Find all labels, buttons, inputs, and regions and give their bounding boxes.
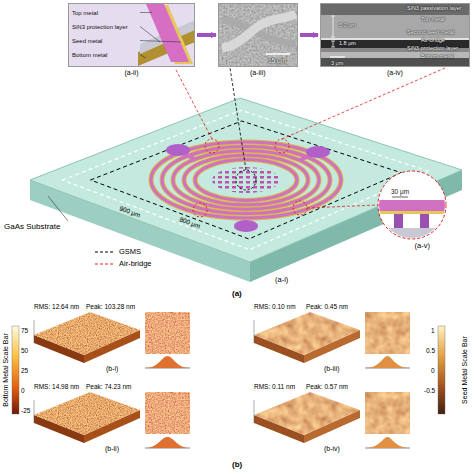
image-panel: 15 μm(a-iii)	[218, 3, 298, 67]
figure-label: Seed Metal Scale Bar	[461, 336, 469, 404]
panel-label: Top metal	[421, 16, 445, 22]
figure-label: 1	[431, 327, 435, 334]
panel-label: 3 μm	[331, 60, 343, 66]
legend-text: Air-bridge	[119, 260, 152, 269]
image-panel: Top metalSiN3 protection layerSeed metal…	[68, 3, 195, 67]
panel-caption: (a-ii)	[125, 69, 139, 77]
panel-label: Bottom metal	[421, 53, 453, 59]
flow-arrow	[300, 33, 318, 37]
figure-label: RMS: 0.10 nm	[254, 303, 296, 310]
figure-label: 0	[431, 367, 435, 374]
figure-label: Peak: 0.57 nm	[306, 383, 348, 390]
panel-label: SiN3 passivation layer	[407, 5, 461, 11]
figure-label: 75	[21, 327, 28, 334]
panel-label: Bottom metal	[72, 52, 107, 59]
figure-label: Peak: 74.23 nm	[86, 383, 132, 390]
figure-label: (a)	[232, 289, 242, 298]
panel-caption: (a-iv)	[387, 69, 403, 77]
figure-label: 900 μm	[118, 204, 141, 218]
figure-label: GaAs Substrate	[4, 222, 60, 231]
figure-label: -0.5	[424, 387, 435, 394]
figure-label: Peak: 103.28 nm	[86, 303, 135, 310]
figure-label: Bottom Metal Scale Bar	[2, 333, 10, 407]
figure-label: (b-iii)	[324, 365, 340, 373]
figure-label: RMS: 12.64 nm	[34, 303, 79, 310]
panel-label: 15 μm	[268, 57, 286, 64]
panel-caption: (a-iii)	[250, 69, 266, 77]
flow-arrow	[197, 33, 216, 37]
panel-label: 5.0 μm	[339, 22, 356, 28]
figure-label: 0	[21, 387, 25, 394]
figure-label: 800 μm	[178, 215, 201, 229]
legend-sample	[95, 261, 115, 267]
figure-label: (b-iv)	[324, 445, 340, 453]
figure-label: 0.5	[426, 347, 435, 354]
figure-label: 50	[21, 347, 28, 354]
panel-label: SiN3 protection layer	[407, 45, 458, 51]
figure-label: -25	[21, 407, 30, 414]
panel-label: SiN3 protection layer	[72, 24, 128, 31]
panel-label: Second seed metal	[407, 29, 454, 35]
image-panel: SiN3 passivation layerTop metal 5.0 μm Sec…	[320, 3, 470, 67]
figure-label: RMS: 0.11 nm	[254, 383, 295, 390]
figure-label: 30 μm	[391, 188, 409, 195]
legend-text: GSMS	[119, 248, 141, 257]
legend-sample	[95, 249, 115, 255]
figure-label: RMS: 14.98 nm	[34, 383, 79, 390]
figure-label: (b-i)	[106, 365, 118, 373]
panel-label: Air-bridge	[421, 37, 445, 43]
figure-label: (b)	[232, 460, 242, 469]
panel-label: Seed metal	[72, 38, 102, 45]
figure-label: Peak: 0.45 nm	[306, 303, 348, 310]
figure-label: (a-v)	[415, 242, 430, 251]
figure-label: 25	[21, 367, 28, 374]
panel-label: 1.8 μm	[339, 40, 356, 46]
figure-label: (b-ii)	[105, 445, 119, 453]
figure-label: (a-i)	[275, 276, 288, 285]
panel-label: Top metal	[72, 10, 98, 17]
